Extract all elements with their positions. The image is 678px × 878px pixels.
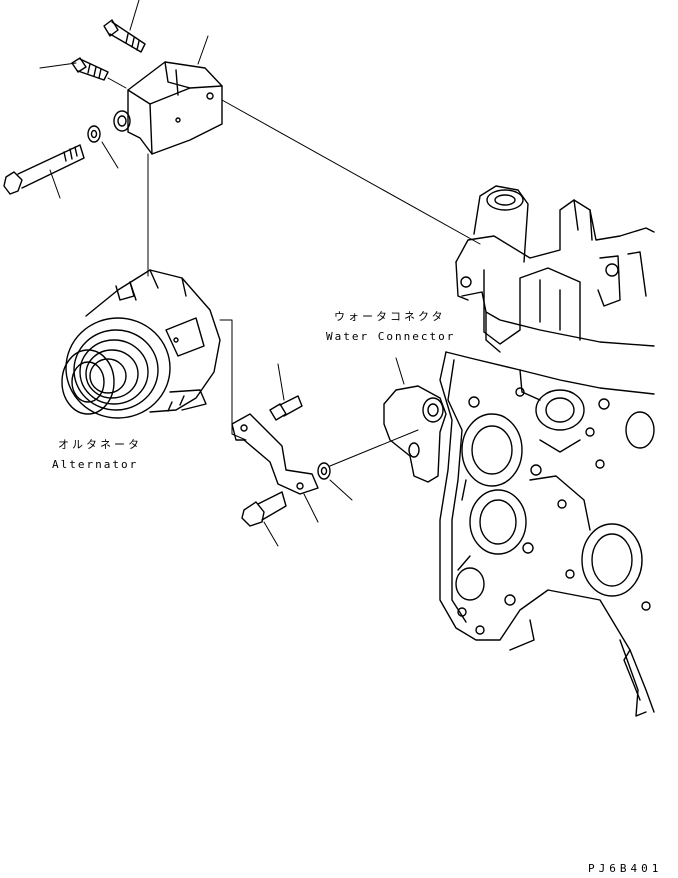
assembly-lines [107, 77, 481, 245]
water-connector-label-jp: ウォータコネクタ [334, 310, 446, 323]
alternator [61, 269, 247, 441]
bolt-strap-upper [269, 395, 303, 421]
bolt-upper-left [71, 57, 109, 81]
water-connector [383, 385, 447, 483]
adjusting-strap [231, 413, 319, 495]
alternator-bracket [113, 61, 223, 277]
engine-front-cover [439, 185, 655, 717]
alternator-label-en: Alternator [52, 458, 139, 471]
leader-lines [39, 0, 405, 547]
washer [317, 429, 419, 480]
bolt-top [103, 19, 146, 53]
figure-code: PJ6B401 [588, 862, 663, 875]
long-bolt [3, 125, 101, 195]
alternator-label-jp: オルタネータ [58, 438, 142, 451]
water-connector-label-en: Water Connector [326, 330, 456, 343]
bolt-strap-lower [241, 491, 287, 527]
